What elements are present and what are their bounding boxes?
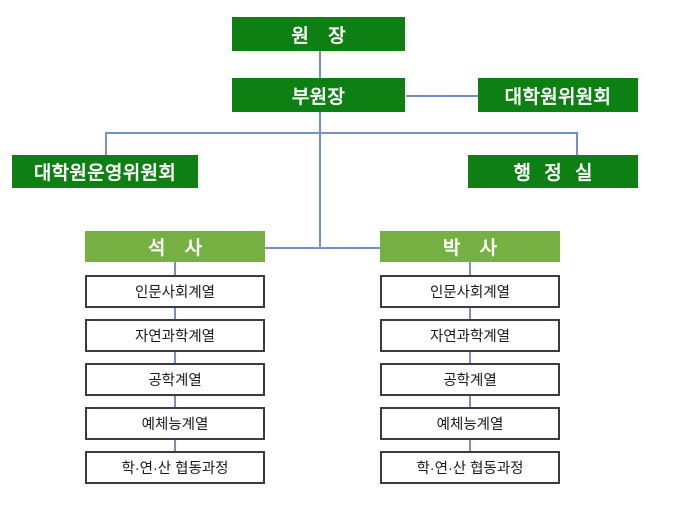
connector-degree-bar bbox=[265, 247, 385, 249]
node-operations-committee[interactable]: 대학원운영위원회 bbox=[12, 155, 198, 188]
connector-director-deputy bbox=[319, 50, 321, 78]
connector-committee-branch-bar bbox=[105, 132, 578, 134]
node-admin-office-label: 행 정 실 bbox=[513, 163, 597, 184]
node-doctorate-program-4-label: 예체능계열 bbox=[436, 417, 504, 433]
node-masters-program-2-label: 자연과학계열 bbox=[134, 329, 216, 345]
node-doctorate-program-2[interactable]: 자연과학계열 bbox=[380, 319, 560, 352]
node-deputy-director-label: 부원장 bbox=[291, 86, 346, 108]
node-doctorate-label: 박 사 bbox=[442, 238, 505, 259]
node-doctorate-program-5-label: 학·연·산 협동과정 bbox=[416, 461, 524, 477]
node-deputy-director[interactable]: 부원장 bbox=[232, 78, 405, 112]
node-admin-office[interactable]: 행 정 실 bbox=[468, 155, 638, 188]
node-doctorate-program-1-label: 인문사회계열 bbox=[429, 285, 511, 301]
node-masters-program-5-label: 학·연·산 협동과정 bbox=[121, 461, 229, 477]
node-masters-program-3-label: 공학계열 bbox=[148, 373, 202, 389]
connector-deputy-graduate-committee bbox=[406, 95, 478, 97]
node-doctorate-program-4[interactable]: 예체능계열 bbox=[380, 407, 560, 440]
connector-drop-operations-committee bbox=[105, 132, 107, 155]
node-director[interactable]: 원 장 bbox=[232, 17, 405, 51]
node-masters-label: 석 사 bbox=[147, 238, 210, 259]
node-doctorate-program-3[interactable]: 공학계열 bbox=[380, 363, 560, 396]
node-masters-program-3[interactable]: 공학계열 bbox=[85, 363, 265, 396]
node-graduate-committee-label: 대학원위원회 bbox=[504, 86, 612, 108]
node-masters[interactable]: 석 사 bbox=[85, 231, 265, 262]
node-graduate-committee[interactable]: 대학원위원회 bbox=[478, 78, 638, 112]
node-doctorate-program-3-label: 공학계열 bbox=[443, 373, 497, 389]
node-director-label: 원 장 bbox=[291, 25, 353, 47]
node-masters-program-1-label: 인문사회계열 bbox=[134, 285, 216, 301]
connector-drop-admin-office bbox=[576, 132, 578, 155]
node-masters-program-4-label: 예체능계열 bbox=[141, 417, 209, 433]
node-masters-program-1[interactable]: 인문사회계열 bbox=[85, 275, 265, 308]
node-doctorate-program-1[interactable]: 인문사회계열 bbox=[380, 275, 560, 308]
node-masters-program-4[interactable]: 예체능계열 bbox=[85, 407, 265, 440]
node-masters-program-5[interactable]: 학·연·산 협동과정 bbox=[85, 451, 265, 484]
connector-deputy-trunk bbox=[319, 111, 321, 248]
node-masters-program-2[interactable]: 자연과학계열 bbox=[85, 319, 265, 352]
node-operations-committee-label: 대학원운영위원회 bbox=[33, 163, 177, 184]
node-doctorate-program-2-label: 자연과학계열 bbox=[429, 329, 511, 345]
node-doctorate-program-5[interactable]: 학·연·산 협동과정 bbox=[380, 451, 560, 484]
node-doctorate[interactable]: 박 사 bbox=[380, 231, 560, 262]
